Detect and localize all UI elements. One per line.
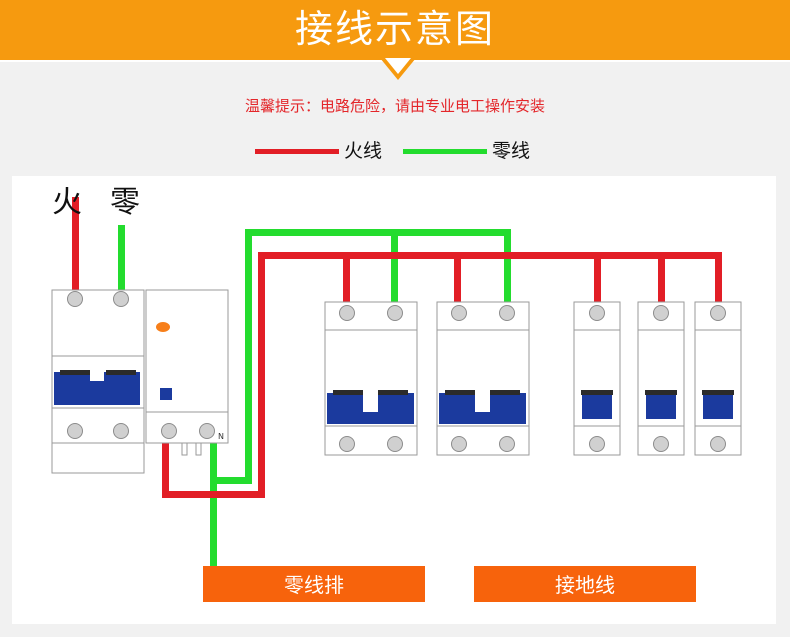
live-bottom-link (162, 491, 265, 498)
neutral-to-bar-wire (210, 440, 217, 580)
neutral-top-bus (245, 229, 510, 236)
warning-text: 温馨提示：电路危险，请由专业电工操作安装 (244, 97, 545, 115)
neutral-busbar (203, 566, 425, 602)
rcd-n-marker: N (218, 432, 224, 441)
live-drop-5 (715, 252, 722, 309)
title-banner (0, 0, 790, 60)
neutral-drop-1 (391, 229, 398, 309)
live-rcd-out (162, 440, 169, 498)
neutral-busbar-label: 零线排 (284, 573, 344, 597)
branch-breaker-1p-2 (637, 301, 685, 456)
live-input-wire (72, 197, 79, 295)
live-top-bus (258, 252, 722, 259)
branch-breaker-2p-2 (436, 301, 530, 456)
rcd-unit (145, 289, 229, 456)
neutral-rcd-link (210, 477, 252, 484)
branch-breaker-2p-1 (324, 301, 418, 456)
live-wiring (72, 197, 722, 498)
branch-breaker-1p-3 (694, 301, 742, 456)
legend-neutral-label: 零线 (492, 140, 531, 162)
live-drop-3 (594, 252, 601, 309)
live-input-label: 火 (52, 185, 82, 220)
live-drop-1 (343, 252, 350, 309)
neutral-riser (245, 229, 252, 484)
rcd-indicator (156, 322, 170, 332)
ground-busbar (474, 566, 696, 602)
rcd-test-button (160, 388, 172, 400)
wire-legend: 火线 零线 (0, 138, 790, 164)
legend-live-label: 火线 (344, 140, 383, 162)
banner-notch-inner (385, 58, 411, 74)
live-riser (258, 252, 265, 498)
main-breaker (51, 289, 145, 474)
neutral-wiring (118, 225, 511, 580)
neutral-input-label: 零 (110, 185, 140, 220)
page-title: 接线示意图 (294, 7, 495, 51)
neutral-input-wire (118, 225, 125, 295)
live-drop-4 (658, 252, 665, 309)
branch-breaker-1p-1 (573, 301, 621, 456)
neutral-drop-2 (504, 229, 511, 309)
ground-busbar-label: 接地线 (555, 573, 615, 597)
legend-live-swatch (255, 149, 339, 154)
live-drop-2 (454, 252, 461, 309)
legend-neutral-swatch (403, 149, 487, 154)
